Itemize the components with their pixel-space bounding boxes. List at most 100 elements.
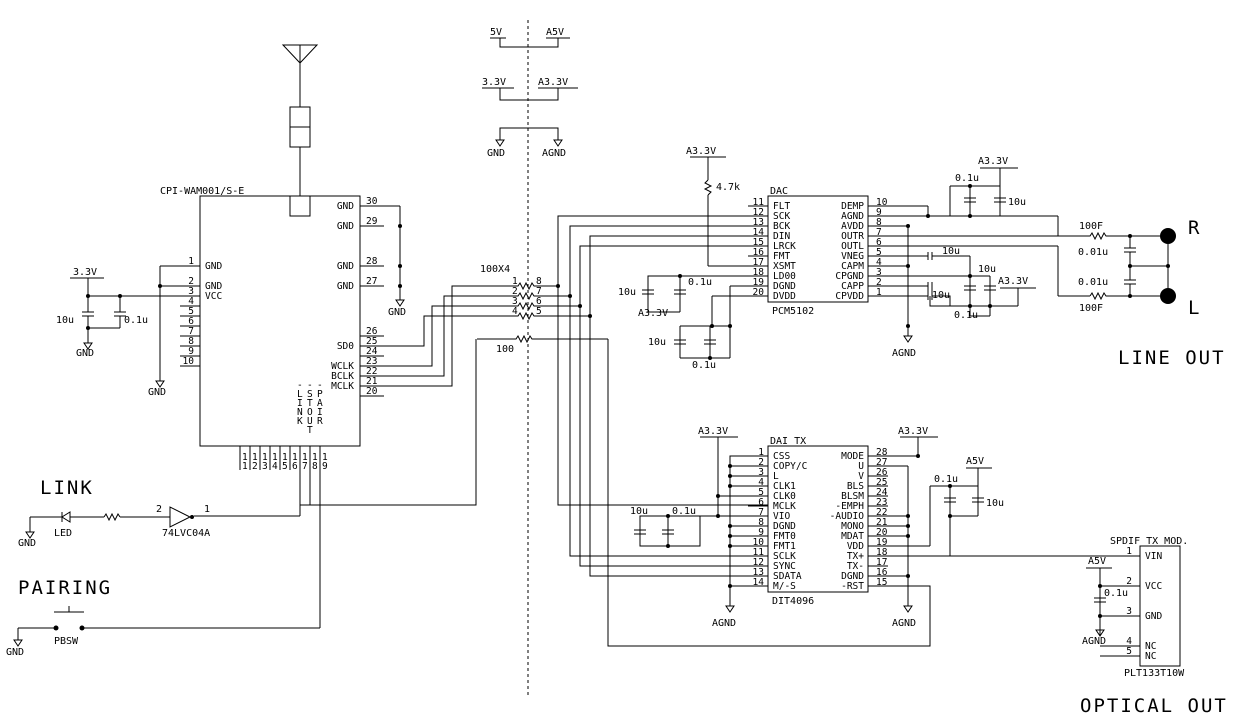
dac-left-pin-num: 11 bbox=[753, 197, 765, 208]
wam-right-pin-num: 21 bbox=[366, 376, 378, 387]
dac-cap-capm: 10u bbox=[978, 264, 996, 275]
wam-bottom-pin-num: 5 bbox=[282, 461, 288, 472]
wam-left-pin-num: 2 bbox=[188, 276, 194, 287]
wam-left-pin-num: 1 bbox=[188, 256, 194, 267]
dai-right-pin-num: 19 bbox=[876, 537, 888, 548]
dac-right-pin-label: CAPM bbox=[841, 261, 864, 272]
dac-left-pin-num: 14 bbox=[753, 227, 765, 238]
dac-cap-dvdd-d: 0.1u bbox=[692, 360, 716, 371]
dac-out-l-res: 100F bbox=[1079, 303, 1103, 314]
wam-right-pin-num: 20 bbox=[366, 386, 378, 397]
dai-cap-vio-a: 10u bbox=[630, 506, 648, 517]
dac-right-pin-num: 5 bbox=[876, 247, 882, 258]
dai-left-pin-label: SYNC bbox=[773, 561, 796, 572]
dac-right-pin-num: 8 bbox=[876, 217, 882, 228]
dac-left-pin-label: FLT bbox=[773, 201, 790, 212]
dac-cap-avdd-a: 0.1u bbox=[955, 173, 979, 184]
wam-right-pin-num: 30 bbox=[366, 196, 378, 207]
wam-left-pin-num: 5 bbox=[188, 306, 194, 317]
dac-out-r-cap: 0.01u bbox=[1078, 247, 1108, 258]
dai-right-pin-label: MDAT bbox=[841, 531, 864, 542]
spdif-body bbox=[1139, 545, 1181, 667]
dac-pullup-value: 4.7k bbox=[716, 182, 740, 193]
dac-left-pin-num: 15 bbox=[753, 237, 764, 248]
dai-right-pin-num: 15 bbox=[876, 577, 887, 588]
label-a5v: A5V bbox=[546, 27, 564, 38]
dai-cap-vio-b: 0.1u bbox=[672, 506, 696, 517]
rarray-left-pin: 3 bbox=[512, 296, 518, 307]
spdif-title: SPDIF TX MOD. bbox=[1110, 536, 1188, 547]
dai-left-pin-num: 1 bbox=[758, 447, 764, 458]
dai-right-pin-label: V bbox=[858, 471, 864, 482]
dac-left-pin-label: LD00 bbox=[773, 271, 796, 282]
dai-left-pin-label: DGND bbox=[773, 521, 796, 532]
inv-out-pin: 2 bbox=[156, 504, 162, 515]
dac-right-pin-num: 7 bbox=[876, 227, 882, 238]
wam-bottom-pin-num: 1 bbox=[272, 452, 278, 463]
wam-bottom-pin-num: 1 bbox=[292, 452, 298, 463]
label-wam-gnd-right: GND bbox=[388, 307, 406, 318]
dai-left-pin-num: 10 bbox=[753, 537, 765, 548]
spdif-pin-num: 3 bbox=[1126, 606, 1132, 617]
dai-right-pin-num: 18 bbox=[876, 547, 888, 558]
wam-body bbox=[199, 195, 361, 447]
dac-left-pin-label: SCK bbox=[773, 211, 790, 222]
wam-bottom-pin-num: 7 bbox=[302, 461, 308, 472]
dac-a33v-right: A3.3V bbox=[978, 156, 1008, 167]
dai-right-pin-label: BLS bbox=[847, 481, 864, 492]
wam-bottom-pin-num: 1 bbox=[262, 452, 268, 463]
dai-right-pin-num: 17 bbox=[876, 557, 887, 568]
wam-bottom-pin-num: 1 bbox=[312, 452, 318, 463]
dai-right-pin-num: 27 bbox=[876, 457, 887, 468]
dac-a33v-pump: A3.3V bbox=[998, 276, 1028, 287]
wam-bottom-pin-num: 3 bbox=[262, 461, 268, 472]
spdif-a5v: A5V bbox=[1088, 556, 1106, 567]
wam-right-pin-label: GND bbox=[337, 201, 354, 212]
dai-left-pin-label: VIO bbox=[773, 511, 790, 522]
spdif-pin-num: 4 bbox=[1126, 636, 1132, 647]
dai-a33v-right: A3.3V bbox=[898, 426, 928, 437]
spdif-pin-num: 2 bbox=[1126, 576, 1132, 587]
wam-left-pin-label: VCC bbox=[205, 291, 222, 302]
dac-right-pin-num: 4 bbox=[876, 257, 882, 268]
dai-left-pin-num: 6 bbox=[758, 497, 764, 508]
dai-right-pin-label: MODE bbox=[841, 451, 864, 462]
label-a3v3: A3.3V bbox=[538, 77, 568, 88]
wam-right-pin-num: 23 bbox=[366, 356, 377, 367]
dac-right-pin-num: 3 bbox=[876, 267, 882, 278]
inverter-icon bbox=[169, 506, 192, 528]
dai-left-pin-label: SDATA bbox=[773, 571, 802, 582]
jack-r-label: R bbox=[1188, 217, 1201, 239]
dac-right-pin-num: 10 bbox=[876, 197, 888, 208]
spdif-pin-num: 1 bbox=[1126, 546, 1132, 557]
wam-left-pin-num: 8 bbox=[188, 336, 194, 347]
dac-title: DAC bbox=[770, 186, 788, 197]
dac-right-pin-num: 6 bbox=[876, 237, 882, 248]
dac-left-pin-num: 13 bbox=[753, 217, 764, 228]
dai-body bbox=[767, 445, 869, 593]
dac-left-pin-label: DIN bbox=[773, 231, 790, 242]
rarray-left-pin: 4 bbox=[512, 306, 518, 317]
wam-right-pin-label: GND bbox=[337, 281, 354, 292]
wam-part-name: CPI-WAM001/S-E bbox=[160, 186, 244, 197]
wam-left-pin-label: GND bbox=[205, 281, 222, 292]
dai-right-pin-num: 26 bbox=[876, 467, 888, 478]
wam-power-left: 3.3V GND 10u 0.1u GND bbox=[56, 265, 200, 398]
wam-bottom-pin-num: 4 bbox=[272, 461, 278, 472]
wam-bottom-pin-num: 1 bbox=[302, 452, 308, 463]
spdif-agnd: AGND bbox=[1082, 636, 1106, 647]
dai-left-pin-label: M/-S bbox=[773, 581, 796, 592]
spdif-pin-label: VCC bbox=[1145, 581, 1162, 592]
dac-a33v-left: A3.3V bbox=[638, 308, 668, 319]
spdif-pin-label: NC bbox=[1145, 641, 1156, 652]
wam-right-pin-label: GND bbox=[337, 221, 354, 232]
dac-cap-vneg: 10u bbox=[942, 246, 960, 257]
label-wam-gnd2: GND bbox=[148, 387, 166, 398]
dai-left-pin-num: 12 bbox=[753, 557, 764, 568]
